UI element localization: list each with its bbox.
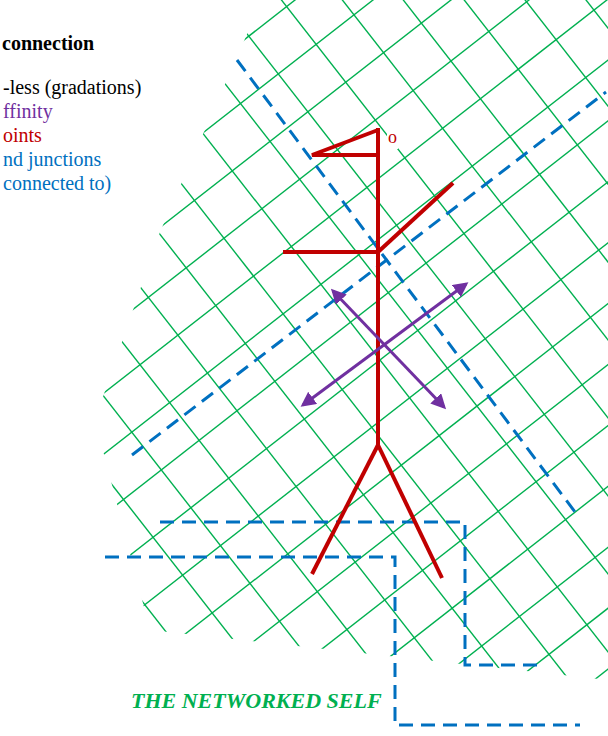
grid-line bbox=[218, 0, 608, 736]
grid-line bbox=[256, 0, 608, 736]
caption-text: THE NETWORKED SELF bbox=[128, 688, 385, 714]
grid-line bbox=[0, 236, 608, 736]
dashed-line bbox=[237, 60, 575, 512]
legend-text: connected to) bbox=[2, 172, 112, 195]
dashed-line bbox=[132, 92, 606, 455]
grid-line bbox=[29, 0, 608, 736]
figure-body bbox=[376, 128, 380, 447]
dashed-junction bbox=[105, 557, 580, 725]
head-mark: o bbox=[387, 126, 398, 149]
affinity-arrow bbox=[303, 284, 466, 405]
blue-dashed-lines bbox=[105, 60, 606, 725]
grid-line bbox=[143, 0, 608, 736]
affinity-arrows bbox=[303, 284, 466, 407]
grid-line bbox=[0, 47, 608, 736]
grid-line bbox=[0, 0, 580, 736]
legend-text: ffinity bbox=[2, 100, 54, 123]
grid-line bbox=[6, 274, 608, 736]
grid-line bbox=[0, 123, 608, 736]
legend-text: nd junctions bbox=[2, 148, 102, 171]
grid-line bbox=[0, 0, 608, 597]
grid-line bbox=[0, 0, 608, 522]
figure-arm bbox=[283, 250, 378, 254]
grid-line bbox=[0, 0, 608, 408]
grid-line bbox=[0, 9, 608, 736]
grid-line bbox=[0, 0, 608, 673]
grid-line bbox=[0, 85, 608, 736]
grid-line bbox=[0, 198, 608, 736]
grid-line bbox=[0, 0, 542, 736]
heading-text: connection bbox=[2, 32, 94, 55]
grid-line bbox=[0, 15, 428, 736]
grid-line bbox=[0, 0, 608, 635]
figure-leg bbox=[312, 445, 378, 574]
legend-text: oints bbox=[2, 124, 43, 147]
figure-arm bbox=[378, 183, 453, 252]
grid-line bbox=[0, 0, 608, 560]
affinity-arrow bbox=[333, 291, 444, 407]
dashed-junction bbox=[160, 522, 545, 665]
grid-line bbox=[35, 312, 608, 736]
figure-leg bbox=[378, 445, 442, 578]
figure-head bbox=[312, 130, 378, 155]
grid-line bbox=[0, 0, 608, 484]
grid-line bbox=[0, 0, 504, 736]
legend-text: -less (gradations) bbox=[2, 76, 142, 99]
grid-line bbox=[0, 160, 608, 736]
grid-line bbox=[294, 0, 608, 734]
grid-line bbox=[105, 0, 608, 736]
stick-figure bbox=[283, 128, 453, 578]
